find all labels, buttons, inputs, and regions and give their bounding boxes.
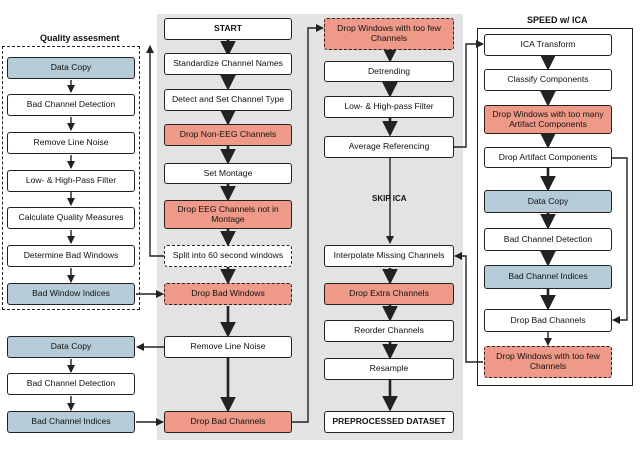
split-windows-box: Split into 60 second windows — [164, 245, 292, 267]
ica-bad-channel-detection-box: Bad Channel Detection — [484, 228, 612, 251]
ica-transform-box: ICA Transform — [484, 34, 612, 56]
drop-artifact-components-box: Drop Artifact Components — [484, 147, 612, 168]
remove-line-noise-box: Remove Line Noise — [164, 336, 292, 358]
lower-bad-channel-detection-box: Bad Channel Detection — [7, 373, 135, 395]
classify-components-box: Classify Components — [484, 69, 612, 91]
drop-windows-many-artifacts-box: Drop Windows with too many Artifact Comp… — [484, 105, 612, 134]
quality-assessment-title: Quality assesment — [40, 33, 120, 43]
quality-measures-box: Calculate Quality Measures — [7, 207, 135, 229]
drop-extra-channels-box: Drop Extra Channels — [324, 283, 454, 305]
center-filter-box: Low- & High-pass Filter — [324, 96, 454, 118]
quality-data-copy-box: Data Copy — [7, 57, 135, 79]
ica-data-copy-box: Data Copy — [484, 190, 612, 213]
interpolate-missing-channels-box: Interpolate Missing Channels — [324, 245, 454, 267]
drop-bad-channels-box: Drop Bad Channels — [164, 411, 292, 433]
drop-eeg-not-in-montage-box: Drop EEG Channels not in Montage — [164, 200, 292, 229]
quality-bad-windows-box: Determine Bad Windows — [7, 245, 135, 267]
speed-ica-panel — [477, 28, 633, 386]
skip-ica-label: SKIP ICA — [372, 194, 407, 203]
reorder-channels-box: Reorder Channels — [324, 320, 454, 342]
average-referencing-box: Average Referencing — [324, 136, 454, 158]
drop-windows-few-channels-bottom-box: Drop Windows with too few Channels — [484, 346, 612, 378]
set-montage-box: Set Montage — [164, 163, 292, 184]
lower-data-copy-box: Data Copy — [7, 336, 135, 358]
speed-ica-title: SPEED w/ ICA — [527, 15, 588, 25]
ica-bad-channel-indices-box: Bad Channel Indices — [484, 265, 612, 289]
ica-drop-bad-channels-box: Drop Bad Channels — [484, 309, 612, 332]
standardize-channel-names-box: Standardize Channel Names — [164, 53, 292, 75]
quality-assessment-panel — [2, 46, 140, 310]
resample-box: Resample — [324, 358, 454, 380]
drop-bad-windows-box: Drop Bad Windows — [164, 283, 292, 305]
quality-bad-channel-detection-box: Bad Channel Detection — [7, 94, 135, 116]
detrending-box: Detrending — [324, 61, 454, 82]
preprocessed-dataset-box: PREPROCESSED DATASET — [324, 411, 454, 433]
drop-non-eeg-channels-box: Drop Non-EEG Channels — [164, 124, 292, 146]
quality-remove-line-noise-box: Remove Line Noise — [7, 132, 135, 154]
bad-window-indices-box: Bad Window Indices — [7, 283, 135, 305]
start-box: START — [164, 18, 292, 40]
lower-bad-channel-indices-box: Bad Channel Indices — [7, 411, 135, 433]
detect-channel-type-box: Detect and Set Channel Type — [164, 89, 292, 111]
quality-filter-box: Low- & High-Pass Filter — [7, 170, 135, 192]
drop-windows-few-channels-top-box: Drop Windows with too few Channels — [324, 18, 454, 50]
